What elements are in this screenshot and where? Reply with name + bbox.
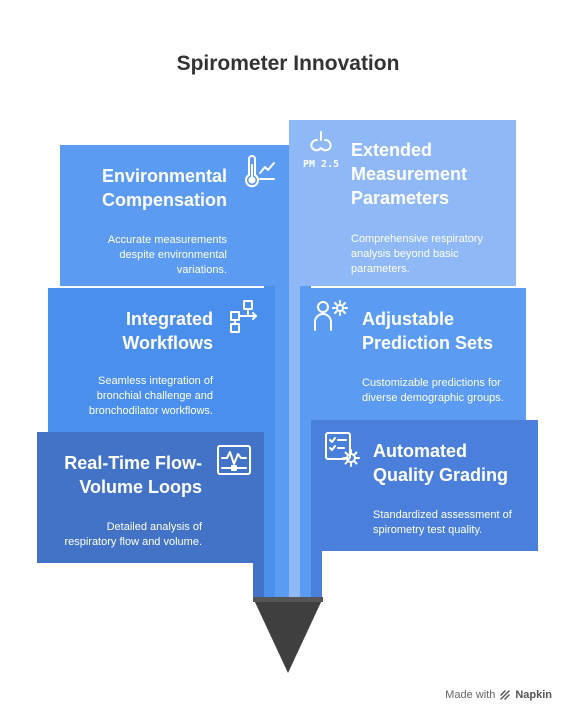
workflow-icon — [226, 298, 262, 339]
thermometer-icon — [241, 155, 277, 196]
monitor-waveform-icon — [215, 442, 253, 485]
card-extended-measurement-parameters: PM 2.5 Extended Measurement Parameters C… — [289, 120, 516, 286]
card-integrated-workflows: Integrated Workflows Seamless integratio… — [48, 288, 275, 432]
footer-made-with: Made with — [445, 689, 496, 701]
card-description: Customizable predictions for diverse dem… — [362, 377, 504, 404]
card-real-time-flow-volume-loops: Real-Time Flow- Volume Loops Detailed an… — [37, 432, 264, 563]
page-title: Spirometer Innovation — [176, 52, 400, 75]
footer-brand: Napkin — [515, 689, 552, 701]
card-title: Extended Measurement Parameters — [351, 140, 468, 208]
card-title: Automated Quality Grading — [373, 441, 509, 485]
footer-attribution: Made with Napkin — [445, 689, 552, 701]
card-description: Seamless integration of bronchial challe… — [88, 375, 213, 417]
card-description: Standardized assessment of spirometry te… — [373, 509, 512, 536]
card-automated-quality-grading: Automated Quality Grading Standardized a… — [311, 420, 538, 551]
card-title: Environmental Compensation — [101, 166, 227, 210]
card-title: Integrated Workflows — [122, 309, 213, 353]
card-description: Detailed analysis of respiratory flow an… — [64, 521, 202, 548]
cone-base — [254, 600, 322, 673]
card-title: Real-Time Flow- Volume Loops — [64, 453, 202, 497]
connector-bar-mid-left — [264, 286, 275, 600]
napkin-logo-icon — [500, 690, 511, 700]
pm25-icon: PM 2.5 — [297, 130, 345, 170]
card-description: Accurate measurements despite environmen… — [107, 234, 227, 276]
checklist-gear-icon — [323, 430, 361, 473]
card-title: Adjustable Prediction Sets — [362, 309, 494, 353]
connector-bar-blue — [300, 286, 311, 600]
card-description: Comprehensive respiratory analysis beyon… — [351, 233, 484, 275]
user-settings-icon — [312, 298, 348, 339]
connector-bar-light — [289, 120, 300, 600]
card-adjustable-prediction-sets: Adjustable Prediction Sets Customizable … — [300, 288, 526, 420]
card-environmental-compensation: Environmental Compensation Accurate meas… — [60, 145, 289, 286]
